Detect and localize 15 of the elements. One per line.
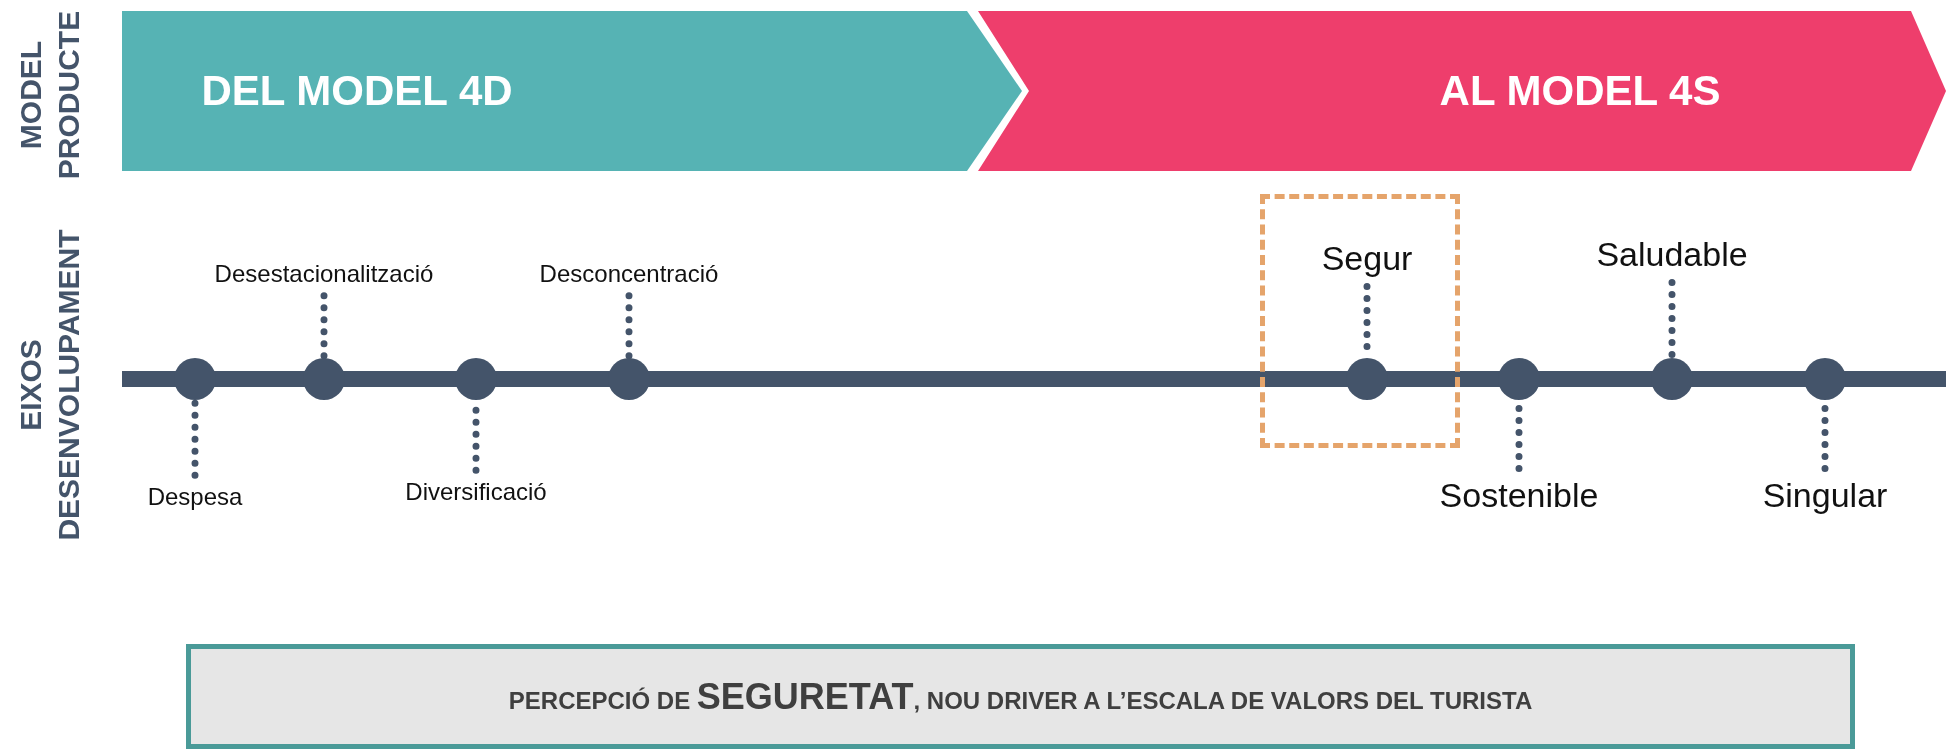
axis-label: Saludable: [1596, 235, 1748, 275]
axis-label: Sostenible: [1439, 476, 1599, 516]
message-text: PERCEPCIÓ DE SEGURETAT, NOU DRIVER A L’ESCALA DE VALORS DEL TURISTA: [508, 675, 1533, 718]
axis-label: Desconcentració: [539, 260, 719, 288]
axis-label: Diversificació: [405, 478, 547, 506]
banner-title: AL MODEL 4S: [1439, 67, 1721, 115]
axis-label: Segur: [1321, 239, 1413, 279]
axis-label: Desestacionalització: [214, 260, 434, 288]
banner-title: DEL MODEL 4D: [201, 67, 513, 115]
message-box: [186, 644, 1855, 749]
axis-heading: EIXOS DESENVOLUPAMENT: [13, 228, 86, 543]
axis-label: Despesa: [147, 483, 243, 511]
axis-label: Singular: [1762, 476, 1888, 516]
axis-heading: MODEL PRODUCTE: [13, 9, 86, 182]
highlight-frame: [1260, 194, 1460, 448]
